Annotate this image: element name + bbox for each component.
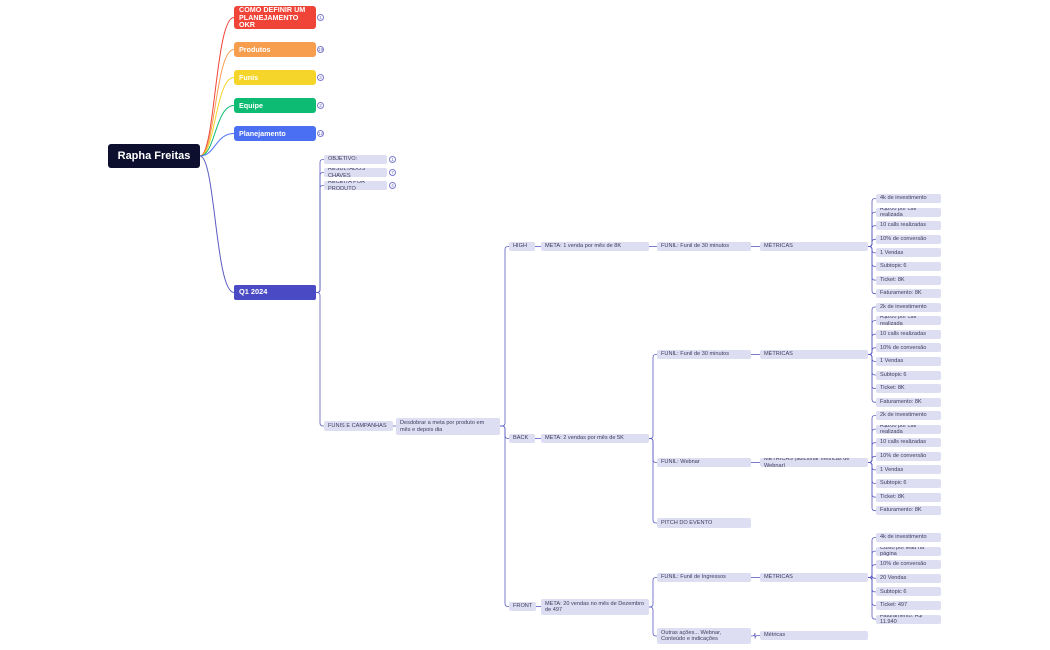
leaf-item-back-30min[interactable]: Subtopic 6	[876, 370, 941, 380]
product-front[interactable]: FRONT	[509, 602, 536, 611]
connector-funil-front-0	[649, 577, 657, 608]
leaf-item-back-webnar[interactable]: Ticket: 8K	[876, 492, 941, 502]
connector-top-1	[199, 49, 235, 157]
leaf-item-high[interactable]: Ticket: 8K	[876, 275, 941, 285]
node-objetivo[interactable]: OBJETIVO:	[324, 155, 387, 164]
leaf-item-back-webnar[interactable]: 10 calls realizadas	[876, 438, 941, 448]
branch-produtos[interactable]: Produtos	[234, 42, 316, 57]
collapse-badge-objetivo[interactable]: 1	[389, 156, 396, 163]
leaf-item-high[interactable]: 10 calls realizadas	[876, 221, 941, 231]
leaf-item-back-30min[interactable]: 1 Vendas	[876, 356, 941, 366]
node-funis-e-campanhas[interactable]: FUNIS E CAMPANHAS	[324, 421, 393, 431]
connector-leaf-0-7	[868, 246, 876, 295]
connector-leaf-2-7	[868, 462, 876, 512]
connector-top-0	[199, 17, 235, 157]
leaf-item-high[interactable]: 1 Vendas	[876, 248, 941, 258]
leaf-item-back-webnar[interactable]: R$200 por call realizada	[876, 424, 941, 434]
leaf-item-front[interactable]: Faturamento: R$ 11.940	[876, 614, 941, 624]
leaf-item-back-webnar[interactable]: Subtopic 6	[876, 479, 941, 488]
connector-leaf-3-6	[868, 577, 876, 620]
branch-q1-2024[interactable]: Q1 2024	[234, 285, 316, 300]
node-desdobrar-meta[interactable]: Desdobrar a meta por produto em mês e de…	[396, 418, 500, 435]
funil-high-30min[interactable]: FUNIL: Funil de 30 minutos	[657, 242, 751, 251]
leaf-item-high[interactable]: Faturamento: 8K	[876, 289, 941, 299]
collapse-badge-planejamento[interactable]: 12	[317, 130, 324, 137]
collapse-badge-produtos[interactable]: 19	[317, 46, 324, 53]
leaf-item-back-30min[interactable]: R$200 por call realizada	[876, 316, 941, 326]
branch-funis[interactable]: Funis	[234, 70, 316, 85]
leaf-item-back-webnar[interactable]: 2k de investimento	[876, 411, 941, 420]
metricas-front-ingressos[interactable]: MÉTRICAS	[760, 573, 868, 582]
leaf-item-high[interactable]: R$200 por call realizada	[876, 207, 941, 217]
leaf-item-back-webnar[interactable]: 1 Vendas	[876, 465, 941, 475]
leaf-item-high[interactable]: 4k de investimento	[876, 194, 941, 203]
connector-metricas-4	[751, 632, 760, 639]
outras-acoes[interactable]: Outras ações... Webnar, Conteúdo e indic…	[657, 628, 751, 644]
leaf-item-front[interactable]: Ticket: 497	[876, 601, 941, 610]
connector-product-0	[500, 246, 509, 427]
meta-back[interactable]: META: 2 vendas por mês de 5K	[541, 434, 649, 443]
connector-funil-back-0	[649, 354, 657, 439]
leaf-item-back-30min[interactable]: Faturamento: 8K	[876, 397, 941, 407]
branch-planejamento[interactable]: Planejamento	[234, 126, 316, 141]
connector-top-4	[199, 133, 235, 157]
collapse-badge-equipe[interactable]: 2	[317, 102, 324, 109]
leaf-item-back-30min[interactable]: Ticket: 8K	[876, 384, 941, 394]
product-back[interactable]: BACK	[509, 434, 535, 443]
leaf-item-front[interactable]: 20 Vendas	[876, 573, 941, 583]
product-high[interactable]: HIGH	[509, 242, 535, 251]
leaf-item-back-30min[interactable]: 10 calls realizadas	[876, 329, 941, 339]
leaf-item-high[interactable]: Subtopic 6	[876, 262, 941, 271]
funil-front-ingressos[interactable]: FUNIL: Funil de Ingressos	[657, 573, 751, 582]
connector-q1-child-2	[316, 185, 324, 293]
metricas-front-outras[interactable]: Métricas	[760, 631, 868, 640]
connector-leaf-1-7	[868, 354, 876, 403]
branch-equipe[interactable]: Equipe	[234, 98, 316, 113]
connector-funil-back-2	[649, 438, 657, 524]
leaf-item-back-30min[interactable]: 10% de conversão	[876, 343, 941, 353]
connector-top-2	[199, 77, 235, 157]
meta-high[interactable]: META: 1 venda por mês de 8K	[541, 242, 649, 251]
metricas-high[interactable]: MÉTRICAS	[760, 242, 868, 251]
leaf-item-front[interactable]: 4k de investimento	[876, 533, 941, 542]
metricas-back-webnar[interactable]: MÉTRICAS (adicionar métricas de Webnar)	[760, 458, 868, 467]
connector-top-3	[199, 105, 235, 157]
branch-okr[interactable]: COMO DEFINIR UM PLANEJAMENTO OKR	[234, 6, 316, 29]
pitch-do-evento[interactable]: PITCH DO EVENTO	[657, 518, 751, 528]
leaf-item-back-30min[interactable]: 2k de investimento	[876, 302, 941, 312]
leaf-item-high[interactable]: 10% de conversão	[876, 234, 941, 244]
collapse-badge-resultados[interactable]: 7	[389, 169, 396, 176]
collapse-badge-okr[interactable]: 1	[317, 14, 324, 21]
collapse-badge-funis[interactable]: 3	[317, 74, 324, 81]
root-node[interactable]: Rapha Freitas	[108, 144, 200, 168]
leaf-item-back-webnar[interactable]: Faturamento: 8K	[876, 506, 941, 516]
connector-product-2	[500, 425, 509, 607]
leaf-item-back-webnar[interactable]: 10% de conversão	[876, 451, 941, 461]
connector-q1-child-3	[316, 292, 324, 427]
leaf-item-front[interactable]: 10% de conversão	[876, 560, 941, 570]
funil-back-webnar[interactable]: FUNIL: Webnar	[657, 458, 751, 467]
node-receita-por-produto[interactable]: RECEITA POR PRODUTO	[324, 181, 387, 190]
metricas-back-30min[interactable]: MÉTRICAS	[760, 350, 868, 359]
node-resultados-chaves[interactable]: RESULTADOS CHAVES	[324, 168, 387, 177]
connector-q1	[199, 155, 235, 293]
leaf-item-front[interactable]: Custo por lead na página	[876, 546, 941, 556]
connector-funil-front-1	[649, 606, 657, 637]
leaf-item-front[interactable]: Subtopic 6	[876, 587, 941, 597]
meta-front[interactable]: META: 20 vendas no mês de Dezembro de 49…	[541, 599, 649, 615]
funil-back-30min[interactable]: FUNIL: Funil de 30 minutos	[657, 350, 751, 359]
collapse-badge-receita[interactable]: 4	[389, 182, 396, 189]
connector-leaf-0-3	[868, 238, 876, 247]
